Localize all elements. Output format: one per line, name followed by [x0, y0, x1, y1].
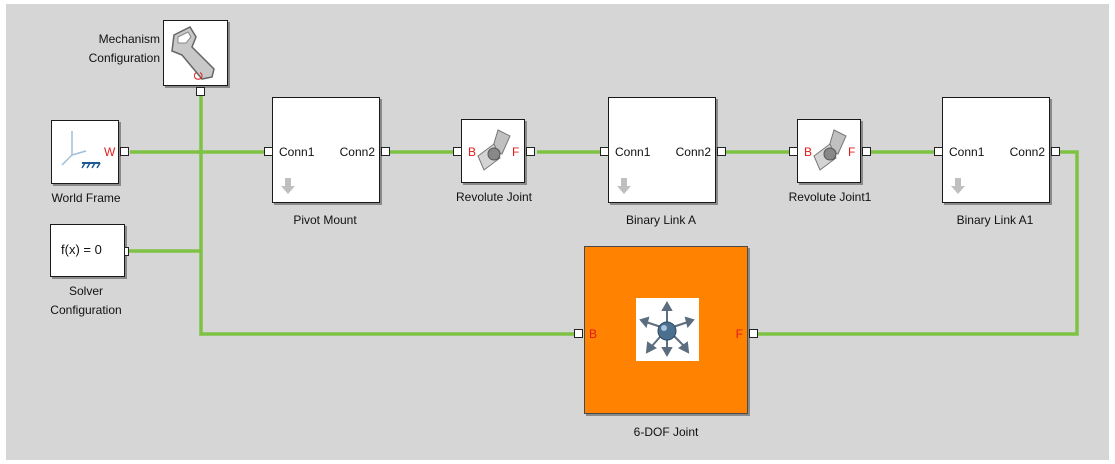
binary-link-a-block[interactable]: Conn1 Conn2	[608, 97, 716, 203]
world-frame-block[interactable]: W	[51, 120, 119, 184]
solver-function-text: f(x) = 0	[61, 242, 102, 257]
revolute-port-label-b: B	[468, 145, 477, 159]
mechanism-configuration-block[interactable]: C	[163, 20, 228, 86]
link-a1-conn2-label: Conn2	[1009, 145, 1045, 159]
pivot-port-conn2[interactable]	[381, 147, 390, 156]
solver-configuration-block[interactable]: f(x) = 0	[50, 224, 125, 277]
link-a1-port-conn1[interactable]	[934, 147, 943, 156]
six-dof-icon-box	[636, 298, 699, 361]
six-dof-port-label-b: B	[589, 327, 598, 341]
port-label-c: C	[191, 71, 206, 81]
wire-linka1-to-sixdof	[758, 150, 1079, 336]
pivot-conn2-label: Conn2	[339, 145, 375, 159]
revolute1-port-b[interactable]	[789, 147, 798, 156]
solver-label-line2: Configuration	[50, 303, 122, 317]
binary-link-a-label: Binary Link A	[625, 213, 697, 227]
world-port-w[interactable]	[120, 147, 129, 156]
mechanism-port-c[interactable]	[196, 87, 205, 96]
revolute-joint1-label: Revolute Joint1	[788, 190, 872, 204]
down-arrow-icon	[617, 178, 631, 194]
pivot-conn1-label: Conn1	[279, 145, 315, 159]
solver-port[interactable]	[124, 247, 129, 256]
link-a1-port-conn2[interactable]	[1051, 147, 1060, 156]
six-dof-port-f[interactable]	[749, 329, 758, 338]
link-a-conn1-label: Conn1	[615, 145, 651, 159]
six-dof-port-label-f: F	[735, 327, 743, 341]
pivot-mount-block[interactable]: Conn1 Conn2	[272, 97, 380, 203]
revolute-joint-block[interactable]: B F	[461, 119, 525, 183]
world-frame-icon	[61, 131, 101, 169]
link-a1-conn1-label: Conn1	[949, 145, 985, 159]
mechanism-label-line1: Mechanism	[98, 32, 160, 46]
down-arrow-icon	[281, 178, 295, 194]
six-dof-joint-block[interactable]: B F	[584, 246, 748, 414]
mechanism-label-line2: Configuration	[88, 51, 160, 65]
revolute-joint-label: Revolute Joint	[455, 190, 533, 204]
pivot-port-conn1[interactable]	[264, 147, 273, 156]
pivot-mount-label: Pivot Mount	[293, 213, 357, 227]
revolute-joint1-block[interactable]: B F	[797, 119, 861, 183]
revolute-joint-icon	[477, 129, 511, 171]
wire-mechanism-down	[199, 95, 574, 336]
link-a-port-conn2[interactable]	[717, 147, 726, 156]
six-dof-port-b[interactable]	[574, 329, 583, 338]
binary-link-a1-label: Binary Link A1	[956, 213, 1034, 227]
world-frame-label: World Frame	[51, 191, 121, 205]
port-label-w: W	[104, 145, 116, 159]
six-dof-icon	[639, 300, 695, 358]
revolute1-port-label-b: B	[804, 145, 813, 159]
revolute1-port-f[interactable]	[862, 147, 871, 156]
six-dof-joint-label: 6-DOF Joint	[633, 425, 699, 439]
revolute1-port-label-f: F	[848, 145, 856, 159]
solver-label-line1: Solver	[68, 284, 104, 298]
wrench-icon	[171, 26, 215, 80]
down-arrow-icon	[951, 178, 965, 194]
link-a-conn2-label: Conn2	[675, 145, 711, 159]
revolute-port-label-f: F	[512, 145, 520, 159]
revolute-joint-icon	[813, 129, 847, 171]
link-a-port-conn1[interactable]	[600, 147, 609, 156]
revolute-port-f[interactable]	[526, 147, 535, 156]
revolute-port-b[interactable]	[453, 147, 462, 156]
binary-link-a1-block[interactable]: Conn1 Conn2	[942, 97, 1050, 203]
